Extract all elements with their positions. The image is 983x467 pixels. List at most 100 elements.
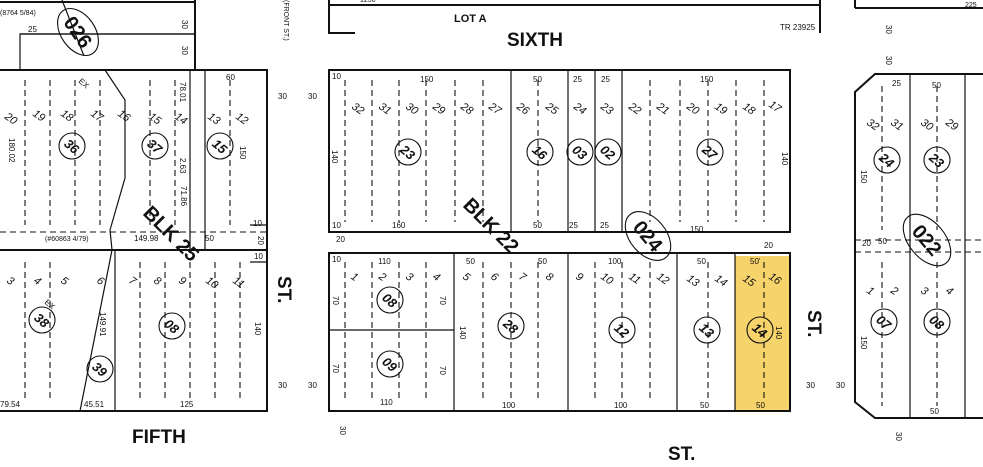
lot-b25-11: 11	[230, 275, 246, 291]
lot-right-29: 29	[942, 116, 960, 133]
ex-mark-2: EX	[43, 298, 57, 312]
lot-b22-2: 2	[375, 270, 388, 284]
ref-top-left: (8764 5/84)	[0, 10, 36, 17]
fifth-street-label: FIFTH	[132, 427, 186, 448]
lot-b25-20: 20	[1, 110, 19, 128]
parcel-23: 23	[397, 141, 419, 163]
dim-50e: 50	[538, 257, 547, 266]
parcel-24: 24	[876, 149, 898, 171]
lot-b22-14: 14	[712, 273, 729, 290]
lot-b22-32: 32	[349, 101, 366, 118]
dim-30k: 30	[884, 56, 893, 65]
parcel-08-b22: 08	[379, 290, 400, 311]
lot-b22-25: 25	[542, 100, 560, 118]
street-label-vertical-right: ST.	[803, 310, 824, 337]
dim-50i: 50	[756, 401, 765, 410]
dim-25c: 25	[601, 75, 610, 84]
parcel-36: 36	[61, 136, 82, 157]
dim-140b: 140	[330, 150, 339, 164]
lot-b22-30: 30	[403, 101, 421, 118]
dim-70a: 70	[331, 296, 340, 305]
lot-b22-10: 10	[598, 271, 616, 288]
lot-b25-7: 7	[126, 275, 139, 289]
dim-50k: 50	[878, 237, 887, 246]
dim-10b: 10	[254, 252, 263, 261]
dim-10d: 10	[332, 221, 341, 230]
dim-140e: 140	[774, 326, 783, 340]
dim-30h: 30	[806, 381, 815, 390]
dim-25d: 25	[569, 221, 578, 230]
lot-b25-19: 19	[30, 108, 47, 125]
dim-100c: 100	[614, 401, 628, 410]
dim-30-right-bottom: 30	[894, 432, 903, 441]
dim-30a: 30	[180, 20, 189, 29]
num-225: 225	[965, 2, 977, 9]
dim-70c: 70	[331, 364, 340, 373]
lot-b22-24: 24	[570, 100, 588, 117]
dim-50-prime: 50'	[750, 257, 761, 266]
parcel-02: 02	[597, 142, 618, 163]
dim-50c: 50	[533, 221, 542, 230]
lot-right-4: 4	[943, 285, 955, 298]
dim-20a: 20	[256, 236, 265, 245]
dim-100b: 100	[502, 401, 516, 410]
dim-150d: 150	[690, 225, 704, 234]
lot-b25-4: 4	[31, 275, 43, 288]
parcel-38: 38	[31, 310, 52, 331]
dim-150f: 150	[859, 336, 868, 350]
lot-b22-3: 3	[403, 271, 416, 285]
front-st-label: (FRONT ST.)	[282, 0, 289, 41]
dim-30f: 30	[308, 381, 317, 390]
dim-150a: 150	[238, 146, 247, 160]
dim-20c: 20	[764, 241, 773, 250]
dim-30g: 30	[338, 426, 347, 435]
lot-right-3: 3	[918, 285, 931, 299]
lot-right-2: 2	[887, 284, 900, 298]
lot-b22-1: 1	[348, 271, 360, 284]
dim-50h: 50	[700, 401, 709, 410]
parcel-12: 12	[611, 320, 632, 341]
dim-150b: 150	[420, 75, 434, 84]
lot-b22-28: 28	[457, 100, 475, 118]
parcel-13: 13	[696, 320, 717, 341]
ex-mark-1: EX	[77, 77, 91, 91]
dim-2-63: 2.63	[178, 158, 187, 174]
dim-110a: 110	[378, 257, 391, 266]
lot-b25-10: 10	[203, 275, 221, 292]
dim-20b: 20	[336, 235, 345, 244]
lot-b25-17: 17	[88, 108, 106, 125]
dim-10e: 10	[332, 255, 341, 264]
dim-150e: 150	[859, 170, 868, 184]
block-right: 32 31 30 29 1 2 3 4 24 23 07 08 25 50 15…	[854, 73, 983, 419]
blk-22-label: BLK 22	[458, 194, 522, 258]
dim-50j: 50	[932, 81, 941, 90]
parcel-15: 15	[209, 136, 230, 157]
book-page-024: 024	[624, 211, 672, 261]
lot-b22-11: 11	[626, 271, 642, 287]
lot-right-32: 32	[864, 117, 881, 134]
block-25: 20 19 18 17 16 15 14 13 12 3 4 5 6 7 8 9…	[0, 33, 268, 412]
dim-140d: 140	[458, 326, 467, 340]
lot-b22-4: 4	[430, 271, 442, 284]
dim-45-51: 45.51	[84, 400, 105, 409]
dim-140c: 140	[780, 152, 789, 166]
parcel-37: 37	[144, 136, 165, 157]
dim-10c: 10	[332, 72, 341, 81]
dim-110b: 110	[380, 398, 393, 407]
lot-b22-23: 23	[597, 100, 615, 118]
lot-b22-7: 7	[516, 271, 529, 285]
dim-20d: 20	[862, 239, 871, 248]
lot-b25-14: 14	[172, 111, 189, 128]
dim-30i: 30	[836, 381, 845, 390]
tract-label: TR 23925	[780, 23, 816, 32]
dim-70b: 70	[438, 296, 447, 305]
dim-150c: 150	[700, 75, 714, 84]
dim-30j: 30	[884, 25, 893, 34]
book-page-026: 026	[57, 0, 99, 57]
tr-fragment: 1256	[360, 0, 376, 4]
lot-b25-13: 13	[205, 111, 223, 128]
parcel-39: 39	[89, 359, 110, 380]
dim-79-54: 79.54	[0, 400, 21, 409]
lot-b22-22: 22	[625, 100, 643, 117]
